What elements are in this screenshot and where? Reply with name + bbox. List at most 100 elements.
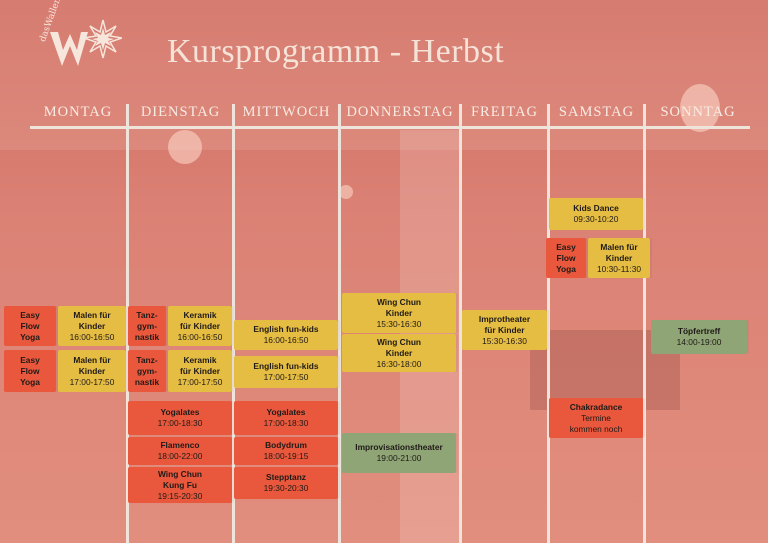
course-name: Chakradance (569, 401, 623, 412)
course-name: Wing Chun (157, 468, 203, 479)
course-name: für Kinder (179, 365, 220, 376)
page-title: Kursprogramm - Herbst (167, 33, 505, 70)
course-card-keramik-fuer-kinder[interactable]: Keramik für Kinder 16:00-16:50 (168, 306, 232, 346)
course-card-improvisationstheater[interactable]: Improvisationstheater 19:00-21:00 (342, 433, 456, 473)
course-card-wing-chun-kinder[interactable]: Wing Chun Kinder 16:30-18:00 (342, 334, 456, 372)
course-time: 17:00-18:30 (263, 418, 309, 428)
course-card-malen-fuer-kinder[interactable]: Malen für Kinder 16:00-16:50 (58, 306, 126, 346)
course-name: Kinder (78, 365, 106, 376)
course-name: Malen für (73, 354, 111, 365)
course-time: 19:15-20:30 (157, 490, 203, 501)
day-header-wednesday: MITTWOCH (242, 104, 331, 120)
course-time: 19:00-21:00 (376, 453, 422, 463)
course-name: Flow (20, 365, 40, 376)
course-time: 14:00-19:00 (676, 337, 722, 347)
course-time: 18:00-19:15 (263, 451, 309, 461)
column-divider (126, 104, 129, 543)
course-time: 17:00-17:50 (69, 376, 115, 387)
course-name: Stepptanz (265, 472, 306, 482)
course-name: English fun-kids (253, 324, 319, 334)
course-card-malen-fuer-kinder[interactable]: Malen für Kinder 10:30-11:30 (588, 238, 650, 278)
day-header-friday: FREITAG (470, 104, 539, 120)
column-divider (459, 104, 462, 543)
course-name: gym- (136, 365, 157, 376)
course-time: 15:30-16:30 (482, 335, 527, 346)
course-name: Malen für (600, 241, 638, 252)
course-name: Bodydrum (265, 440, 307, 450)
course-time: 10:30-11:30 (596, 263, 642, 274)
day-header-tuesday: DIENSTAG (140, 104, 221, 120)
course-name: Tanz- (136, 309, 158, 320)
course-name: für Kinder (179, 320, 220, 331)
course-name: für Kinder (484, 324, 525, 335)
course-name: Easy (20, 309, 40, 320)
course-name: Improvisationstheater (355, 442, 443, 452)
course-time: 17:00-17:50 (177, 376, 223, 387)
column-divider (232, 104, 235, 543)
course-card-tanzgymnastik[interactable]: Tanz- gym- nastik (128, 306, 166, 346)
course-name: Yogalates (266, 407, 306, 417)
course-name: Malen für (73, 309, 111, 320)
course-time: 16:30-18:00 (376, 358, 422, 369)
course-name: Tanz- (136, 354, 158, 365)
course-card-tanzgymnastik[interactable]: Tanz- gym- nastik (128, 350, 166, 392)
header-divider (30, 126, 750, 129)
course-name: Kids Dance (573, 203, 619, 213)
course-time: 16:00-16:50 (263, 335, 309, 345)
course-name: Kinder (605, 252, 633, 263)
course-card-toepfertreff[interactable]: Töpfertreff 14:00-19:00 (651, 320, 747, 354)
course-card-easy-flow-yoga[interactable]: Easy Flow Yoga (4, 306, 56, 346)
course-time: 09:30-10:20 (573, 214, 619, 224)
course-time: 16:00-16:50 (177, 331, 223, 342)
logo-icon (50, 19, 122, 66)
course-card-easy-flow-yoga[interactable]: Easy Flow Yoga (4, 350, 56, 392)
day-header-saturday: SAMSTAG (558, 104, 635, 120)
course-name: Yoga (556, 263, 576, 274)
course-name: Easy (556, 241, 576, 252)
day-header-monday: MONTAG (43, 104, 113, 120)
course-time: 19:30-20:30 (263, 483, 309, 493)
day-header-thursday: DONNERSTAG (346, 104, 454, 120)
course-name: Kinder (385, 347, 413, 358)
course-card-wing-chun-kung-fu[interactable]: Wing Chun Kung Fu 19:15-20:30 (128, 467, 232, 503)
course-name: Flow (20, 320, 40, 331)
day-header-sunday: SONNTAG (660, 104, 736, 120)
course-card-improtheater-fuer-kinder[interactable]: Improtheater für Kinder 15:30-16:30 (462, 310, 547, 350)
course-card-wing-chun-kinder[interactable]: Wing Chun Kinder 15:30-16:30 (342, 293, 456, 333)
course-time: Termine (581, 412, 611, 423)
course-card-english-fun-kids[interactable]: English fun-kids 16:00-16:50 (234, 320, 338, 350)
course-card-yogalates[interactable]: Yogalates 17:00-18:30 (234, 401, 338, 435)
column-divider (338, 104, 341, 543)
course-name: Flow (556, 252, 576, 263)
course-name: Kung Fu (163, 479, 197, 490)
course-note: kommen noch (569, 423, 623, 434)
course-name: Töpfertreff (677, 326, 721, 336)
course-card-keramik-fuer-kinder[interactable]: Keramik für Kinder 17:00-17:50 (168, 350, 232, 392)
course-card-stepptanz[interactable]: Stepptanz 19:30-20:30 (234, 467, 338, 499)
course-name: nastik (134, 376, 160, 387)
course-time: 17:00-18:30 (157, 418, 203, 428)
course-name: English fun-kids (253, 361, 319, 371)
course-card-flamenco[interactable]: Flamenco 18:00-22:00 (128, 437, 232, 465)
course-card-kids-dance[interactable]: Kids Dance 09:30-10:20 (549, 198, 643, 230)
course-name: Keramik (183, 354, 217, 365)
course-name: Improtheater (478, 313, 531, 324)
course-name: Kinder (78, 320, 106, 331)
course-card-yogalates[interactable]: Yogalates 17:00-18:30 (128, 401, 232, 435)
column-divider (547, 104, 550, 543)
course-name: nastik (134, 331, 160, 342)
course-card-chakradance[interactable]: Chakradance Termine kommen noch (549, 398, 643, 438)
course-time: 17:00-17:50 (263, 372, 309, 382)
course-name: Kinder (385, 307, 413, 318)
course-time: 18:00-22:00 (157, 451, 203, 461)
course-card-malen-fuer-kinder[interactable]: Malen für Kinder 17:00-17:50 (58, 350, 126, 392)
course-name: Yogalates (160, 407, 200, 417)
course-card-bodydrum[interactable]: Bodydrum 18:00-19:15 (234, 437, 338, 465)
course-card-english-fun-kids[interactable]: English fun-kids 17:00-17:50 (234, 356, 338, 388)
course-card-easy-flow-yoga[interactable]: Easy Flow Yoga (546, 238, 586, 278)
lamp-icon (168, 130, 202, 164)
course-name: Wing Chun (376, 296, 422, 307)
column-divider (643, 104, 646, 543)
course-time: 15:30-16:30 (376, 318, 422, 329)
course-time: 16:00-16:50 (69, 331, 115, 342)
